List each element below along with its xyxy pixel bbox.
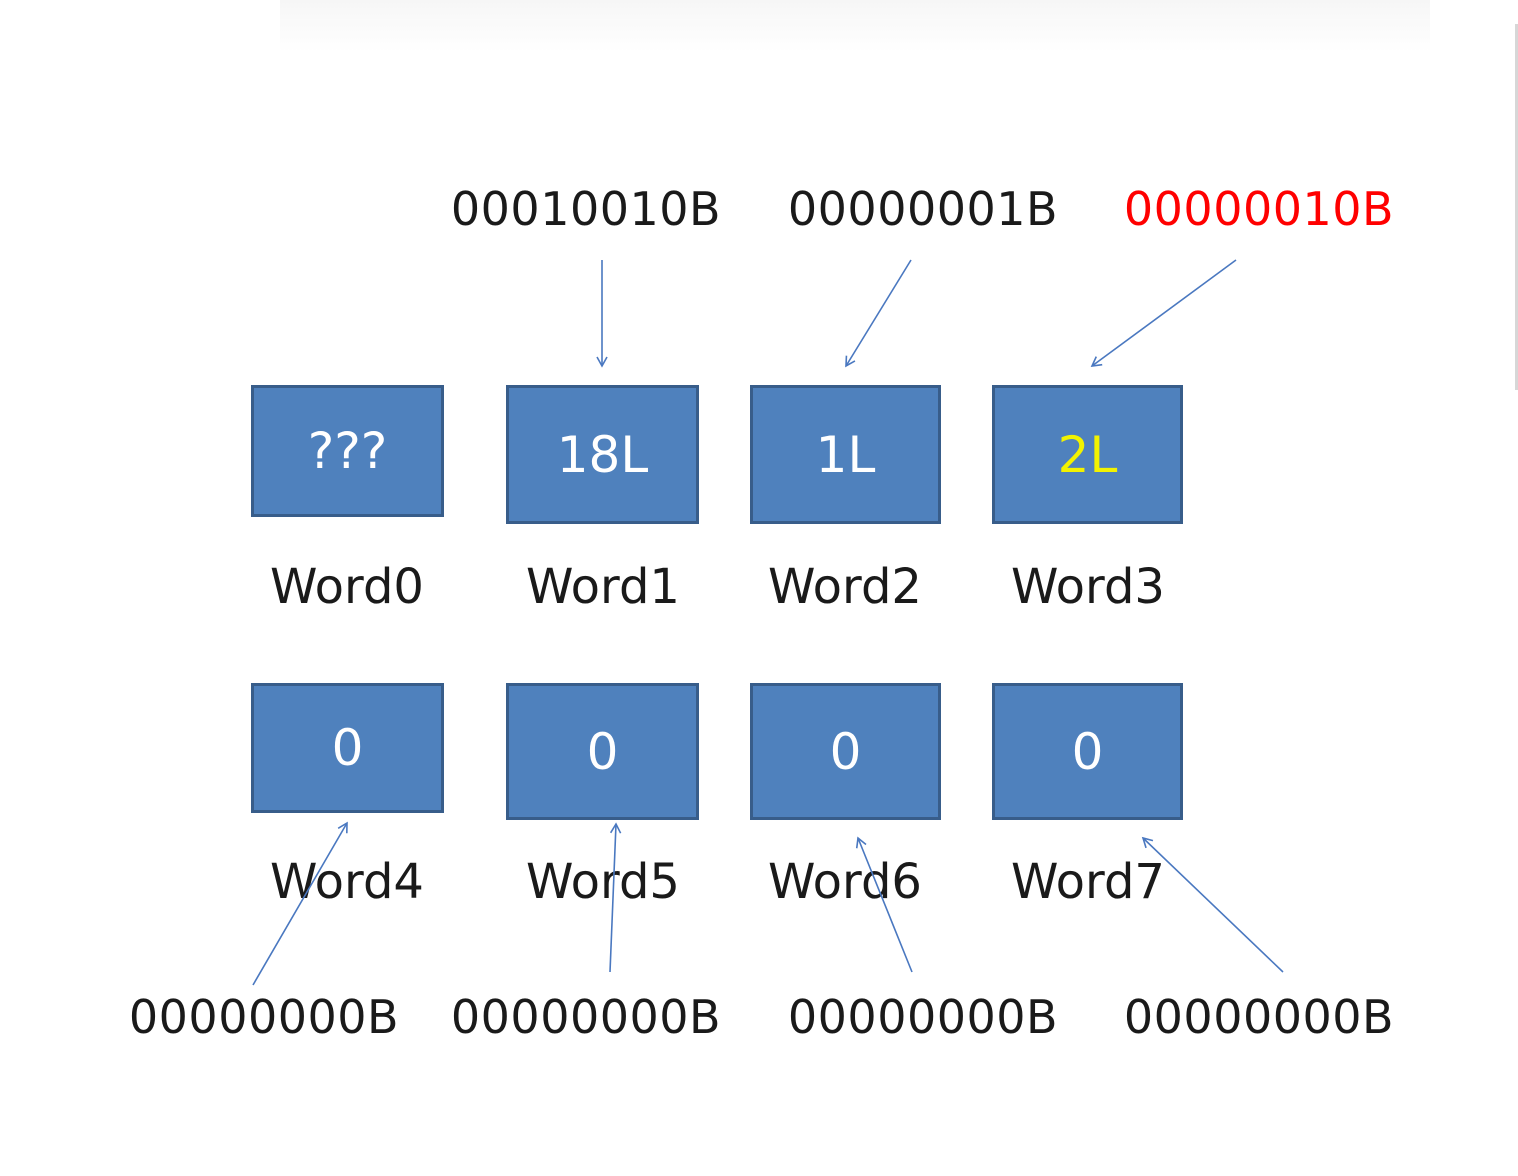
word1-label: Word1 [526,559,680,615]
word4-value: 0 [331,719,364,777]
word5-box: 0 [506,683,699,820]
top-binary-label-word1: 00010010B [450,182,722,236]
word4-label: Word4 [270,854,424,910]
right-edge-line [1515,24,1518,390]
top-fade [280,0,1430,52]
word1-box: 18L [506,385,699,524]
word2-box: 1L [750,385,941,524]
word0-box: ??? [251,385,444,517]
arrow-to-word3 [1090,259,1237,367]
word6-box: 0 [750,683,941,820]
word7-value: 0 [1071,722,1104,781]
word0-label: Word0 [270,559,424,615]
bottom-binary-label-word4: 00000000B [128,990,400,1044]
word3-box: 2L [992,385,1183,524]
word7-box: 0 [992,683,1183,820]
word2-label: Word2 [768,559,922,615]
word5-value: 0 [586,722,619,781]
word1-value: 18L [556,425,649,484]
word0-value: ??? [307,422,388,480]
word7-label: Word7 [1011,854,1165,910]
word2-value: 1L [815,425,876,484]
arrow-to-word2 [845,259,912,368]
top-binary-label-word2: 00000001B [787,182,1059,236]
word4-box: 0 [251,683,444,813]
bottom-binary-label-word5: 00000000B [450,990,722,1044]
word5-label: Word5 [526,854,680,910]
top-binary-label-word3: 00000010B [1123,182,1395,236]
word3-value: 2L [1057,425,1118,484]
bottom-binary-label-word7: 00000000B [1123,990,1395,1044]
word6-value: 0 [829,722,862,781]
bottom-binary-label-word6: 00000000B [787,990,1059,1044]
word6-label: Word6 [768,854,922,910]
word3-label: Word3 [1011,559,1165,615]
